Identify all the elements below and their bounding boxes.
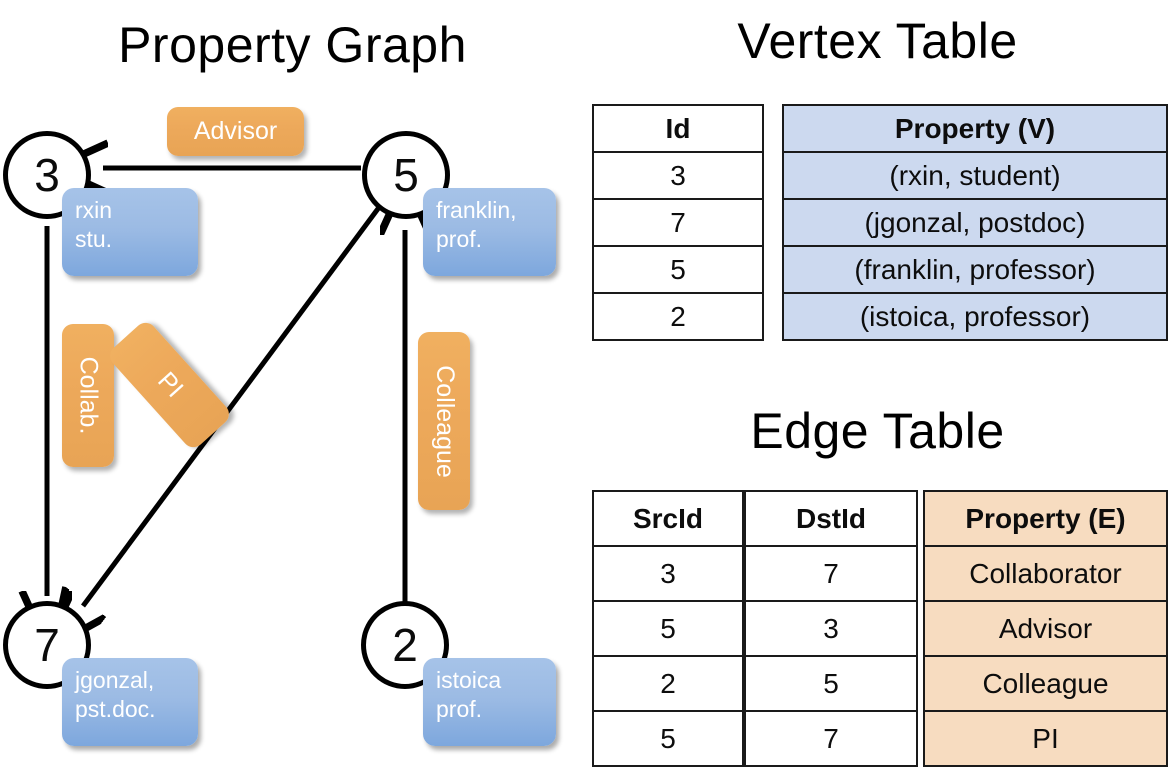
graph-node-5-property-line2: prof. [436,226,483,253]
vertex-table-id-column: Id 3 7 5 2 [592,104,764,341]
edge-table-srcid-column: SrcId 3 5 2 5 [592,490,744,767]
table-header-row: Property (E) [923,490,1168,547]
edge-label-colleague: Colleague [418,332,470,510]
vertex-id-cell: 5 [592,245,764,294]
edge-srcid-cell: 2 [592,655,744,712]
edge-label-collab-text: Collab. [74,356,103,435]
table-row[interactable]: Advisor [923,600,1168,657]
vertex-property-cell: (franklin, professor) [782,245,1168,294]
graph-node-2-property-box: istoica prof. [423,658,556,746]
edge-property-cell: Advisor [923,600,1168,657]
graph-node-7-property-line1: jgonzal, [75,667,155,693]
table-row[interactable]: (rxin, student) [782,151,1168,200]
vertex-table-property-column: Property (V) (rxin, student) (jgonzal, p… [782,104,1168,341]
graph-node-5-label: 5 [393,149,419,201]
edge-label-advisor: Advisor [167,107,304,156]
graph-node-5-property-line1: franklin, [436,197,517,223]
vertex-id-cell: 7 [592,198,764,247]
table-header-row: SrcId [592,490,744,547]
edge-table-property-header: Property (E) [923,490,1168,547]
graph-node-5-property-box: franklin, prof. [423,188,556,276]
edge-property-cell: Colleague [923,655,1168,712]
table-row[interactable]: Collaborator [923,545,1168,602]
graph-node-7-label: 7 [34,619,60,671]
graph-node-7-property-box: jgonzal, pst.doc. [62,658,198,746]
page-title-edge-table: Edge Table [750,403,1005,459]
table-header-row: Property (V) [782,104,1168,153]
edge-5-to-7-pi [83,204,383,606]
vertex-table-id-header: Id [592,104,764,153]
vertex-property-cell: (istoica, professor) [782,292,1168,341]
graph-node-2-property-line2: prof. [436,696,483,723]
edge-property-cell: Collaborator [923,545,1168,602]
table-header-row: Id [592,104,764,153]
edge-table-dstid-column: DstId 7 3 5 7 [744,490,918,767]
graph-node-3-property-box: rxin stu. [62,188,198,276]
table-row[interactable]: 7 [744,545,918,602]
table-row[interactable]: (jgonzal, postdoc) [782,198,1168,247]
page-title-vertex-table: Vertex Table [737,13,1018,69]
vertex-property-cell: (jgonzal, postdoc) [782,198,1168,247]
vertex-property-cell: (rxin, student) [782,151,1168,200]
graph-node-3-label: 3 [34,149,60,201]
vertex-id-cell: 3 [592,151,764,200]
graph-node-7-property-line2: pst.doc. [75,696,156,723]
edge-srcid-cell: 3 [592,545,744,602]
table-row[interactable]: 3 [592,151,764,200]
table-header-row: DstId [744,490,918,547]
table-row[interactable]: 3 [744,600,918,657]
edge-dstid-cell: 7 [744,545,918,602]
table-row[interactable]: 2 [592,292,764,341]
table-row[interactable]: (istoica, professor) [782,292,1168,341]
graph-node-2-label: 2 [392,619,418,671]
page-title-property-graph: Property Graph [118,17,467,73]
edge-dstid-cell: 5 [744,655,918,712]
graph-node-2[interactable]: 2 [361,601,449,689]
edge-srcid-cell: 5 [592,600,744,657]
vertex-id-cell: 2 [592,292,764,341]
graph-node-2-property-line1: istoica [436,667,502,693]
table-row[interactable]: 7 [744,710,918,767]
edge-property-cell: PI [923,710,1168,767]
table-row[interactable]: 2 [592,655,744,712]
graph-edges-svg [0,0,585,760]
vertex-table-property-header: Property (V) [782,104,1168,153]
edge-dstid-cell: 7 [744,710,918,767]
graph-node-3-property-line2: stu. [75,226,113,253]
table-row[interactable]: 5 [592,710,744,767]
edge-label-advisor-text: Advisor [193,117,278,145]
edge-table-property-column: Property (E) Collaborator Advisor Collea… [923,490,1168,767]
edge-table-srcid-header: SrcId [592,490,744,547]
graph-node-3-property-line1: rxin [75,197,113,223]
table-row[interactable]: 3 [592,545,744,602]
table-row[interactable]: (franklin, professor) [782,245,1168,294]
table-row[interactable]: 5 [744,655,918,712]
property-graph-diagram: 3 rxin stu. 5 franklin, prof. 7 jgonzal,… [0,0,585,760]
table-row[interactable]: PI [923,710,1168,767]
edge-srcid-cell: 5 [592,710,744,767]
edge-label-pi-text: PI [151,366,189,403]
edge-label-collab: Collab. [62,324,114,467]
table-row[interactable]: 7 [592,198,764,247]
edge-label-colleague-text: Colleague [430,364,459,478]
edge-dstid-cell: 3 [744,600,918,657]
table-row[interactable]: 5 [592,600,744,657]
table-row[interactable]: 5 [592,245,764,294]
edge-table-dstid-header: DstId [744,490,918,547]
table-row[interactable]: Colleague [923,655,1168,712]
